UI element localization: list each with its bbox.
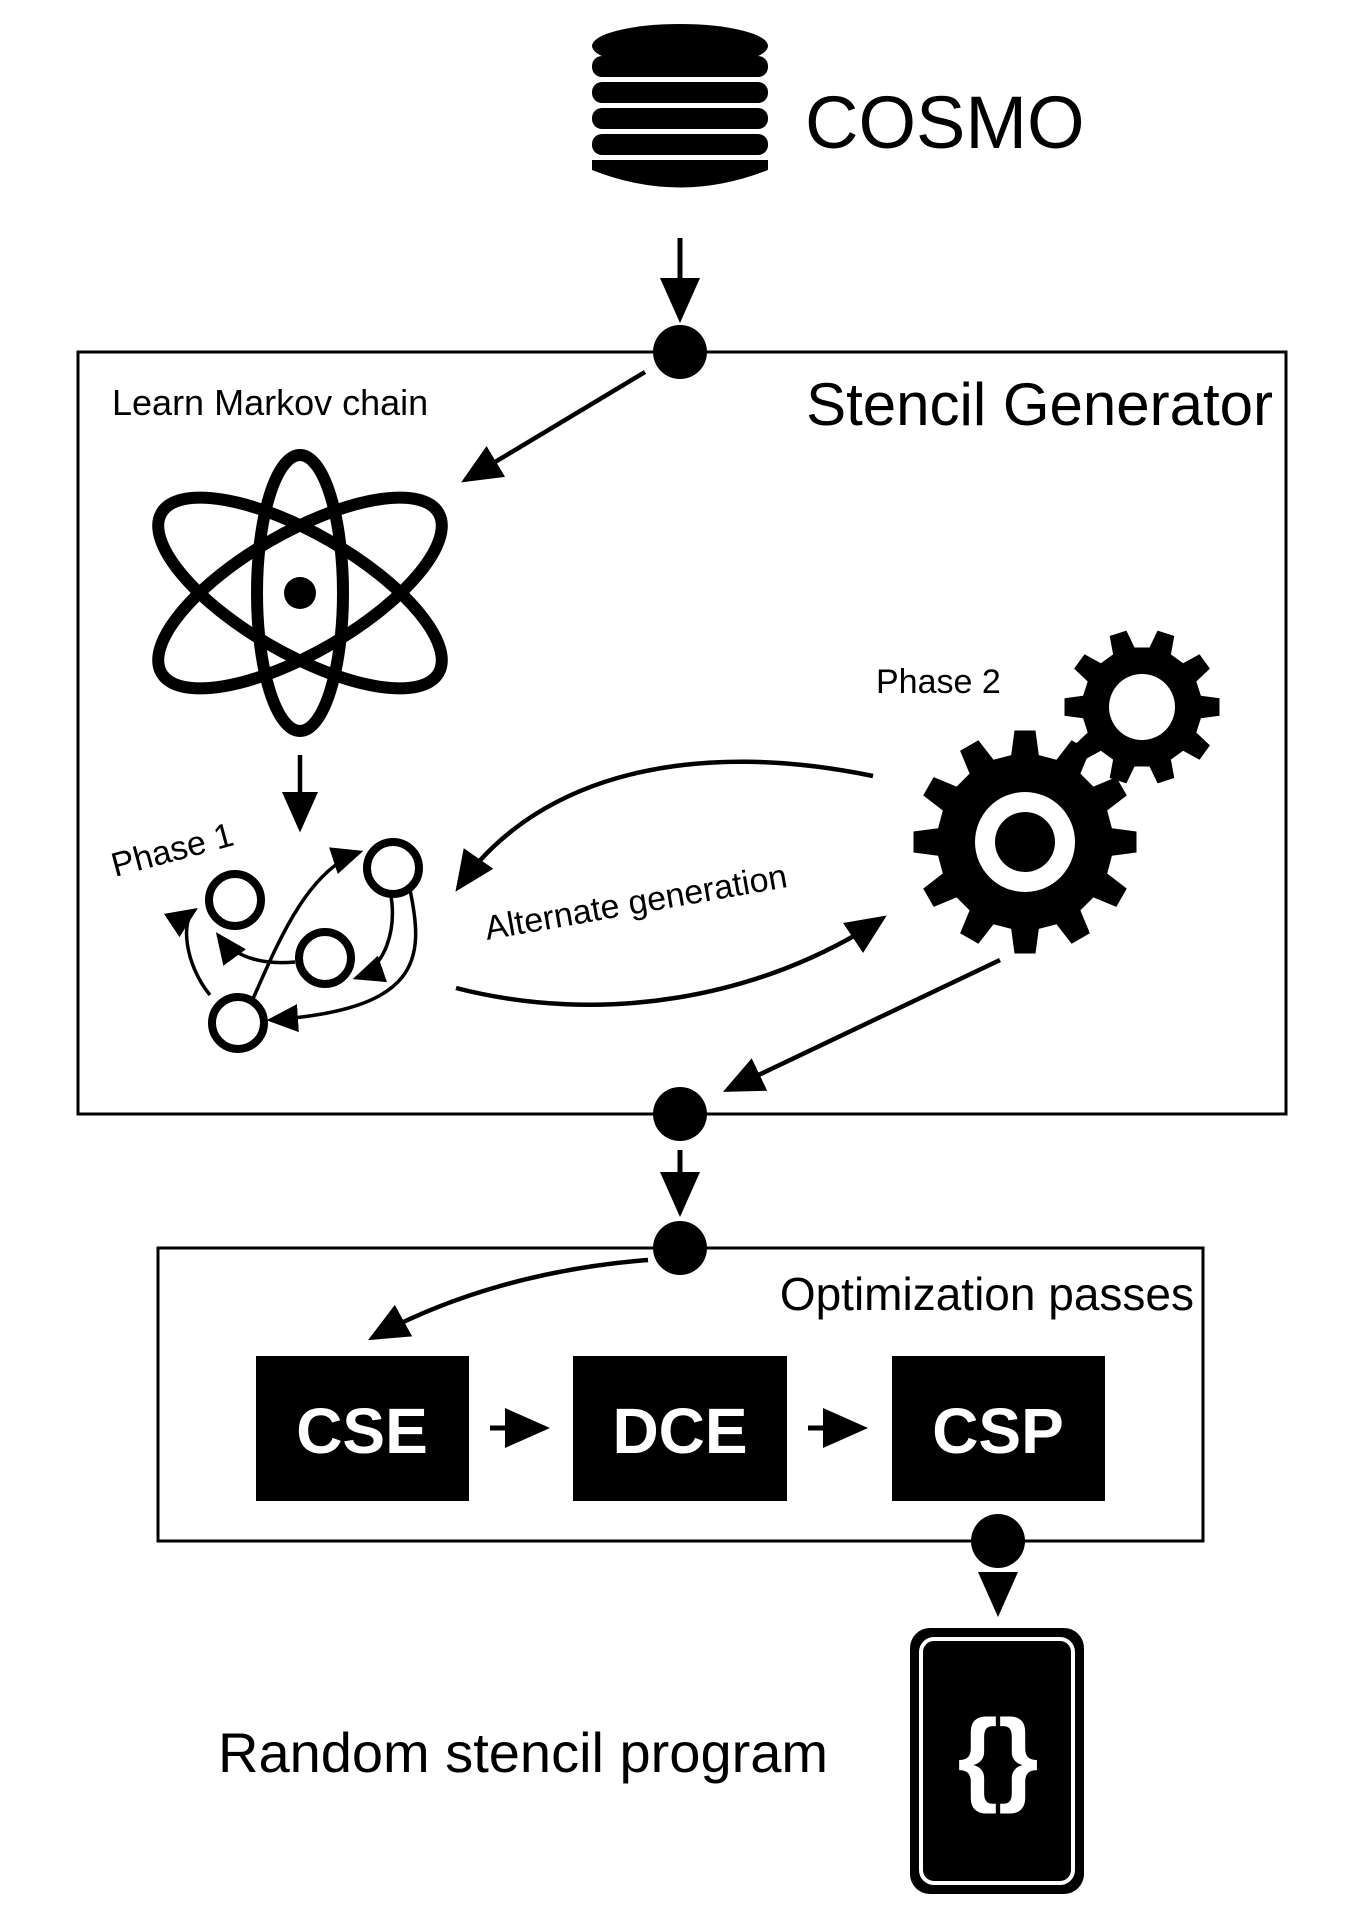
phase2-label: Phase 2 — [876, 663, 1001, 701]
markov-graph-icon — [163, 838, 423, 1053]
arrow-phase1-to-phase2 — [455, 915, 887, 1007]
dce-pass-label: DCE — [612, 1395, 747, 1467]
generator-output-node — [653, 1087, 707, 1141]
csp-pass-box — [892, 1356, 1105, 1501]
arrow-to-cse — [368, 1257, 649, 1341]
learn-markov-label: Learn Markov chain — [112, 382, 428, 423]
large-gear-icon — [913, 730, 1137, 954]
arrow-to-atom — [461, 370, 647, 483]
small-gear-icon — [1064, 630, 1220, 784]
arrow-gears-to-output — [722, 957, 1001, 1093]
database-icon — [592, 24, 768, 188]
optimization-input-node — [653, 1221, 707, 1275]
csp-pass-label: CSP — [932, 1395, 1064, 1467]
optimization-title: Optimization passes — [780, 1268, 1194, 1320]
stencil-generator-title: Stencil Generator — [806, 371, 1273, 438]
gears-icon — [913, 630, 1220, 954]
cse-pass-box — [256, 1356, 469, 1501]
database-label: COSMO — [805, 81, 1085, 164]
code-file-icon — [910, 1628, 1084, 1894]
alternate-generation-label: Alternate generation — [482, 857, 790, 948]
output-label: Random stencil program — [218, 1721, 828, 1784]
code-braces-glyph: {} — [958, 1699, 1039, 1815]
arrow-phase2-to-phase1 — [455, 759, 874, 892]
dce-pass-box — [573, 1356, 787, 1501]
optimization-output-node — [971, 1514, 1025, 1568]
atom-icon — [152, 449, 448, 737]
cse-pass-label: CSE — [296, 1395, 428, 1467]
generator-input-node — [653, 325, 707, 379]
phase1-label: Phase 1 — [107, 816, 237, 885]
